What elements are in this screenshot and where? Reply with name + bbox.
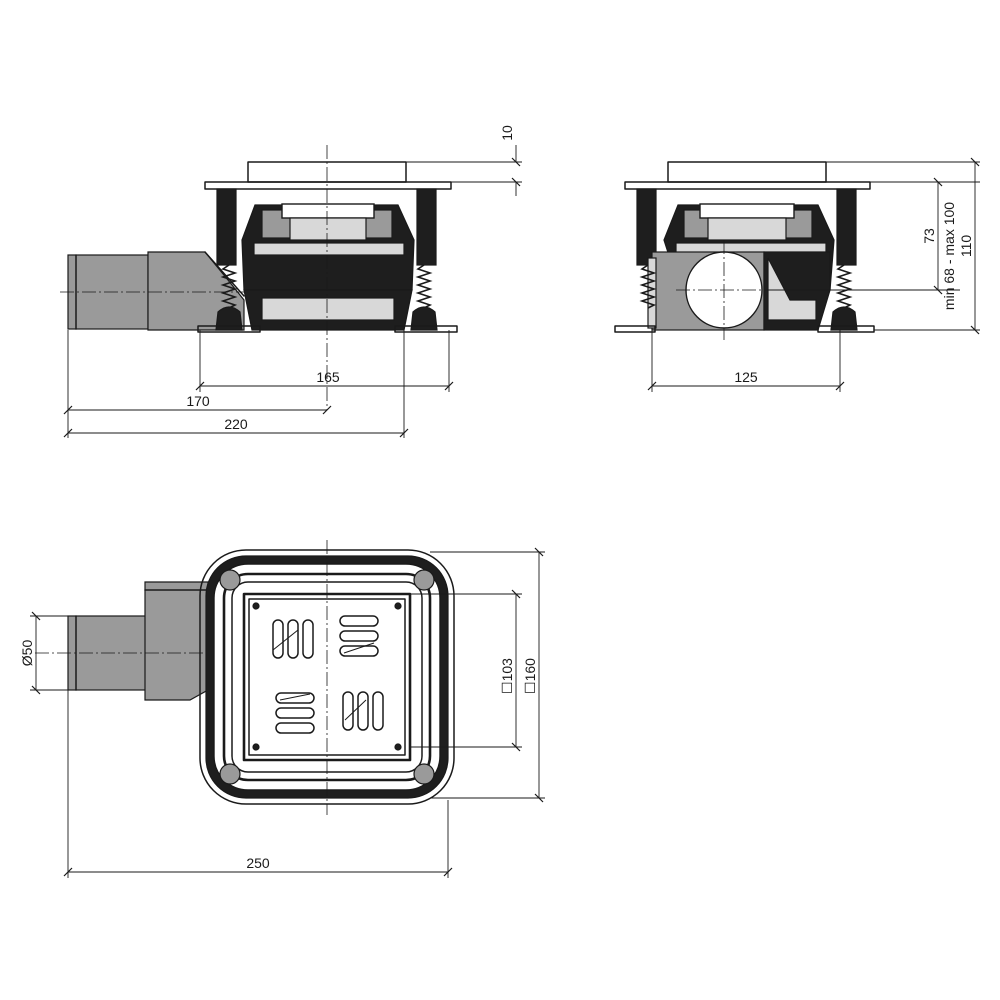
front-dimensions: 165 170 220 10 xyxy=(63,125,522,438)
plan-view xyxy=(35,540,455,815)
plan-screw-bl xyxy=(252,743,260,751)
dim-range: min 68 - max 100 xyxy=(941,202,957,310)
plan-post-tr xyxy=(413,569,435,591)
dim-d50: Ø50 xyxy=(19,640,35,667)
front-trap-top xyxy=(281,203,375,219)
front-flange xyxy=(204,181,452,190)
side-outlet-rim xyxy=(647,257,657,329)
side-post-right xyxy=(836,188,857,266)
side-dimensions: 125 73 min 68 - max 100 110 xyxy=(647,157,980,392)
front-post-right xyxy=(416,188,437,266)
dim-73: 73 xyxy=(921,228,937,244)
plan-screw-tl xyxy=(252,602,260,610)
side-spring-left xyxy=(639,264,657,309)
dim-165: 165 xyxy=(316,369,340,385)
side-foot-plate-right xyxy=(817,325,875,333)
side-view xyxy=(614,161,875,340)
plan-screw-br xyxy=(394,743,402,751)
plan-slots-br xyxy=(342,691,384,731)
front-post-left xyxy=(216,188,237,266)
dim-250: 250 xyxy=(246,855,270,871)
side-trap xyxy=(707,217,787,241)
dim-sq103: ☐103 xyxy=(499,658,515,694)
front-spring-left xyxy=(220,264,238,309)
front-trap xyxy=(289,217,367,241)
plan-slots-tl xyxy=(272,619,314,659)
dim-220: 220 xyxy=(224,416,248,432)
front-view xyxy=(60,145,458,410)
side-grate xyxy=(667,161,827,183)
side-spring-right xyxy=(835,264,853,309)
dim-sq160: ☐160 xyxy=(522,658,538,694)
front-body-band xyxy=(253,242,405,256)
dim-125: 125 xyxy=(734,369,758,385)
front-spring-right xyxy=(415,264,433,309)
plan-screw-tr xyxy=(394,602,402,610)
front-foot-right xyxy=(410,306,438,331)
dim-10: 10 xyxy=(499,125,515,141)
side-foot-right xyxy=(830,306,858,331)
plan-slots-bl xyxy=(275,692,315,734)
plan-slots-tr xyxy=(339,615,379,657)
front-foot-plate-left xyxy=(197,325,261,333)
plan-post-tl xyxy=(219,569,241,591)
plan-post-bl xyxy=(219,763,241,785)
side-foot-plate-left xyxy=(614,325,656,333)
front-lower-band xyxy=(261,297,395,321)
side-post-left xyxy=(636,188,657,266)
front-foot-plate-right xyxy=(394,325,458,333)
plan-dimensions: Ø50 ☐103 ☐160 250 xyxy=(19,547,545,878)
plan-outlet-elbow xyxy=(144,581,209,701)
side-trap-top xyxy=(699,203,795,219)
front-foot-left xyxy=(215,306,243,331)
side-flange xyxy=(624,181,871,190)
plan-post-br xyxy=(413,763,435,785)
dim-110: 110 xyxy=(958,235,974,258)
dim-170: 170 xyxy=(186,393,210,409)
side-lower-detail xyxy=(767,257,817,321)
